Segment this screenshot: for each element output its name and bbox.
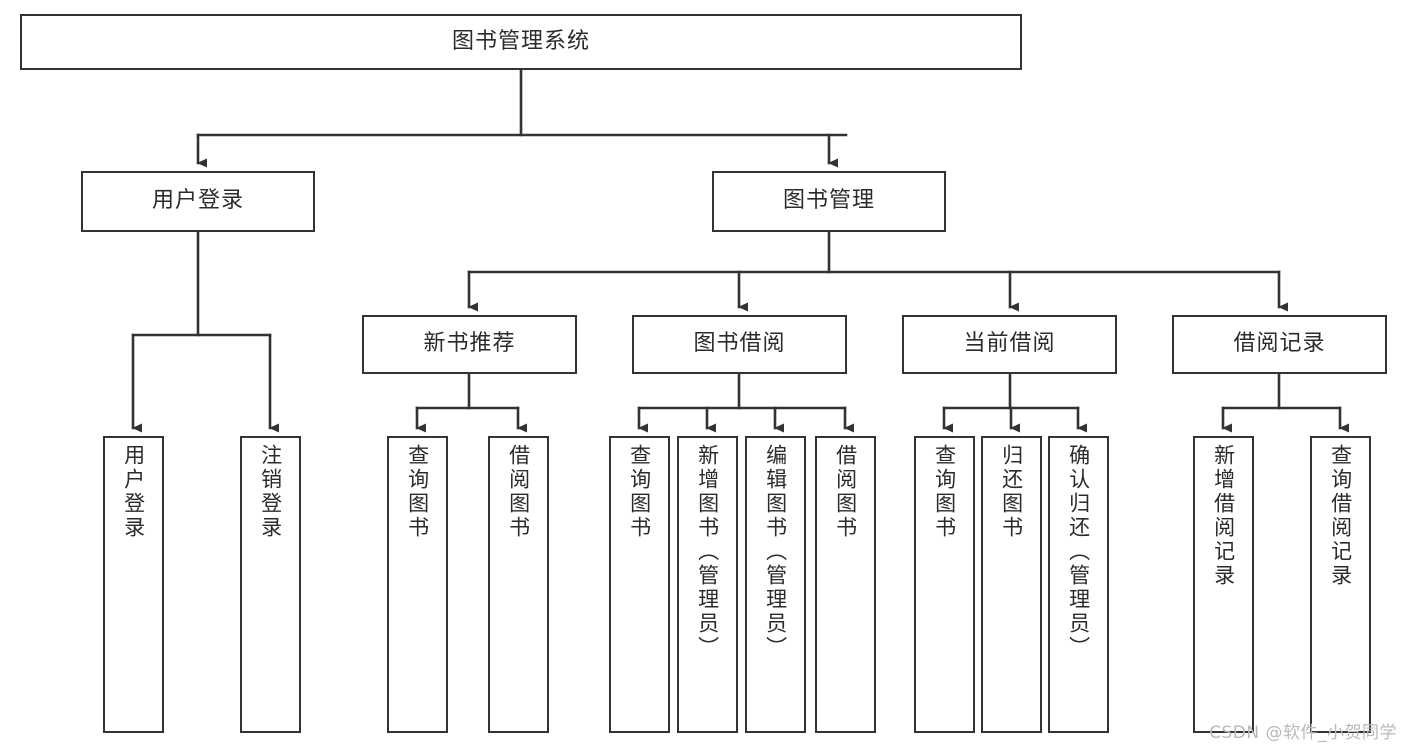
node-leaf-edit-book-admin-label: 编辑图书（管理员） [763,444,788,660]
node-leaf-borrow-book-2[interactable]: 借阅图书 [815,436,876,733]
node-leaf-borrow-book-2-label: 借阅图书 [833,444,858,540]
node-borrow-record[interactable]: 借阅记录 [1172,315,1387,374]
node-user-login-label: 用户登录 [151,188,244,214]
node-leaf-edit-book-admin[interactable]: 编辑图书（管理员） [745,436,806,733]
node-root-system-label: 图书管理系统 [451,28,590,54]
node-leaf-add-borrow-record-label: 新增借阅记录 [1211,444,1236,588]
node-leaf-query-book-3-label: 查询图书 [932,444,957,540]
node-user-login[interactable]: 用户登录 [81,171,315,232]
node-leaf-query-book-2[interactable]: 查询图书 [609,436,670,733]
node-leaf-query-borrow-record[interactable]: 查询借阅记录 [1310,436,1371,733]
node-root-system[interactable]: 图书管理系统 [20,14,1022,70]
node-leaf-add-book-admin[interactable]: 新增图书（管理员） [677,436,738,733]
node-leaf-query-book-3[interactable]: 查询图书 [914,436,975,733]
node-new-book-recommend[interactable]: 新书推荐 [362,315,577,374]
node-book-management-label: 图书管理 [782,188,875,214]
node-leaf-add-book-admin-label: 新增图书（管理员） [695,444,720,660]
node-book-borrow-label: 图书借阅 [693,331,786,357]
node-leaf-return-book-label: 归还图书 [999,444,1024,540]
node-leaf-query-book-1[interactable]: 查询图书 [387,436,448,733]
node-leaf-user-login-label: 用户登录 [121,444,146,540]
node-current-borrow-label: 当前借阅 [963,331,1056,357]
node-leaf-logout-label: 注销登录 [258,444,283,540]
node-leaf-query-book-2-label: 查询图书 [627,444,652,540]
node-leaf-confirm-return-admin[interactable]: 确认归还（管理员） [1048,436,1109,733]
node-leaf-borrow-book-1-label: 借阅图书 [506,444,531,540]
node-book-management[interactable]: 图书管理 [712,171,946,232]
node-leaf-query-borrow-record-label: 查询借阅记录 [1328,444,1353,588]
node-leaf-confirm-return-admin-label: 确认归还（管理员） [1066,444,1091,660]
node-new-book-recommend-label: 新书推荐 [423,331,516,357]
node-current-borrow[interactable]: 当前借阅 [902,315,1117,374]
node-borrow-record-label: 借阅记录 [1233,331,1326,357]
node-leaf-query-book-1-label: 查询图书 [405,444,430,540]
node-leaf-return-book[interactable]: 归还图书 [981,436,1042,733]
node-leaf-add-borrow-record[interactable]: 新增借阅记录 [1193,436,1254,733]
node-leaf-logout[interactable]: 注销登录 [240,436,301,733]
csdn-watermark: CSDN @软件_小贺同学 [1209,723,1397,743]
node-book-borrow[interactable]: 图书借阅 [632,315,847,374]
node-leaf-borrow-book-1[interactable]: 借阅图书 [488,436,549,733]
node-leaf-user-login[interactable]: 用户登录 [103,436,164,733]
